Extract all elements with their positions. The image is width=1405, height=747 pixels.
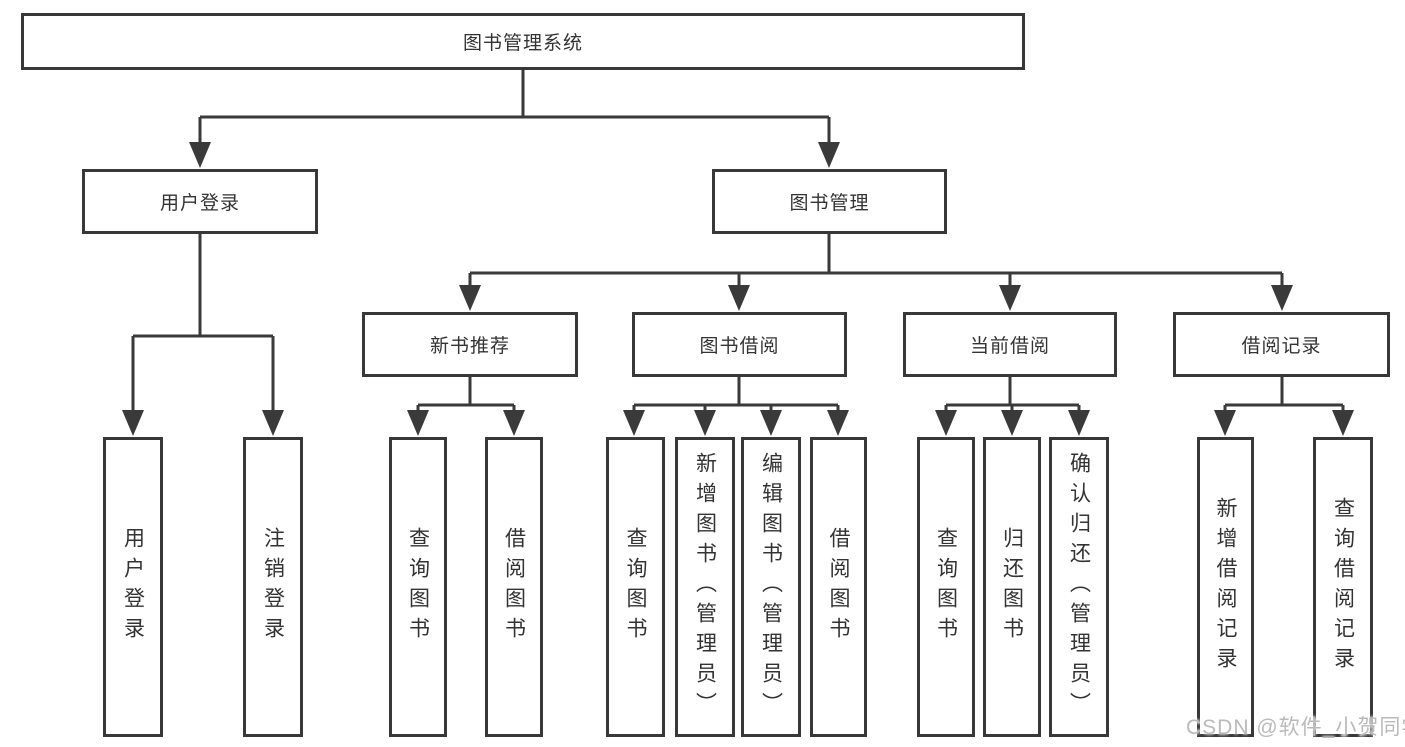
- arrow-down-icon: [1068, 410, 1090, 436]
- leaf-recommend-borrow-books: 借阅图书: [485, 437, 543, 737]
- leaf-edit-books-admin-label: 编辑图书（管理员）: [759, 452, 783, 722]
- arrow-down-icon: [935, 410, 957, 436]
- leaf-user-login: 用户登录: [103, 437, 163, 737]
- arrow-down-icon: [999, 285, 1021, 311]
- leaf-borrow-query-books-label: 查询图书: [624, 527, 647, 647]
- leaf-recommend-borrow-books-label: 借阅图书: [502, 527, 526, 647]
- node-new-book-recommend: 新书推荐: [362, 312, 578, 377]
- leaf-logout: 注销登录: [243, 437, 303, 737]
- arrow-down-icon: [694, 410, 716, 436]
- leaf-add-books-admin: 新增图书（管理员）: [675, 437, 735, 737]
- leaf-return-books-label: 归还图书: [1000, 527, 1024, 647]
- node-book-management: 图书管理: [712, 169, 947, 234]
- arrow-down-icon: [1001, 410, 1023, 436]
- leaf-borrow-query-books: 查询图书: [606, 437, 665, 737]
- connector-root-to-level2: [198, 70, 831, 147]
- node-current-borrow-label: 当前借阅: [969, 336, 1050, 357]
- leaf-current-query-books-label: 查询图书: [934, 527, 958, 647]
- arrow-down-icon: [1214, 410, 1236, 436]
- arrow-down-icon: [503, 410, 525, 436]
- node-user-login-label: 用户登录: [159, 193, 240, 214]
- arrow-down-icon: [728, 285, 750, 311]
- node-book-borrow: 图书借阅: [632, 312, 847, 377]
- connector-user-login-children: [131, 234, 275, 415]
- arrow-down-icon: [262, 410, 284, 436]
- arrow-down-icon: [407, 410, 429, 436]
- node-book-borrow-label: 图书借阅: [699, 336, 780, 357]
- arrow-down-icon: [1271, 285, 1293, 311]
- leaf-user-login-label: 用户登录: [121, 527, 145, 647]
- leaf-add-borrow-record-label: 新增借阅记录: [1214, 497, 1237, 677]
- watermark: CSDN @软件_小贺同学: [1186, 716, 1405, 739]
- node-new-book-recommend-label: 新书推荐: [429, 336, 510, 357]
- leaf-add-borrow-record: 新增借阅记录: [1197, 437, 1254, 737]
- leaf-query-borrow-record: 查询借阅记录: [1313, 437, 1373, 737]
- leaf-borrow-borrow-books-label: 借阅图书: [827, 527, 850, 647]
- arrow-down-icon: [1332, 410, 1354, 436]
- leaf-confirm-return-admin: 确认归还（管理员）: [1049, 437, 1109, 737]
- connector-book-mgmt-children: [468, 234, 1284, 291]
- arrow-down-icon: [459, 285, 481, 311]
- arrow-down-icon: [818, 142, 840, 168]
- connector-new-book-recommend-children: [416, 377, 516, 415]
- node-book-management-label: 图书管理: [789, 193, 870, 214]
- node-borrow-records: 借阅记录: [1173, 312, 1390, 377]
- leaf-logout-label: 注销登录: [261, 527, 285, 647]
- leaf-recommend-query-books-label: 查询图书: [406, 527, 430, 647]
- leaf-current-query-books: 查询图书: [917, 437, 975, 737]
- connector-borrow-records-children: [1223, 377, 1345, 415]
- leaf-add-books-admin-label: 新增图书（管理员）: [693, 452, 717, 722]
- leaf-query-borrow-record-label: 查询借阅记录: [1331, 497, 1355, 677]
- arrow-down-icon: [189, 142, 211, 168]
- node-current-borrow: 当前借阅: [903, 312, 1117, 377]
- arrow-down-icon: [122, 410, 144, 436]
- node-borrow-records-label: 借阅记录: [1241, 336, 1322, 357]
- leaf-return-books: 归还图书: [983, 437, 1041, 737]
- arrow-down-icon: [623, 410, 645, 436]
- node-root: 图书管理系统: [21, 13, 1025, 70]
- arrow-down-icon: [760, 410, 782, 436]
- leaf-borrow-borrow-books: 借阅图书: [810, 437, 867, 737]
- arrow-down-icon: [827, 410, 849, 436]
- leaf-confirm-return-admin-label: 确认归还（管理员）: [1067, 452, 1091, 722]
- connector-book-borrow-children: [632, 377, 840, 415]
- leaf-edit-books-admin: 编辑图书（管理员）: [741, 437, 801, 737]
- node-user-login: 用户登录: [82, 169, 318, 234]
- connector-current-borrow-children: [944, 377, 1081, 415]
- node-root-label: 图书管理系统: [462, 33, 583, 54]
- leaf-recommend-query-books: 查询图书: [389, 437, 447, 737]
